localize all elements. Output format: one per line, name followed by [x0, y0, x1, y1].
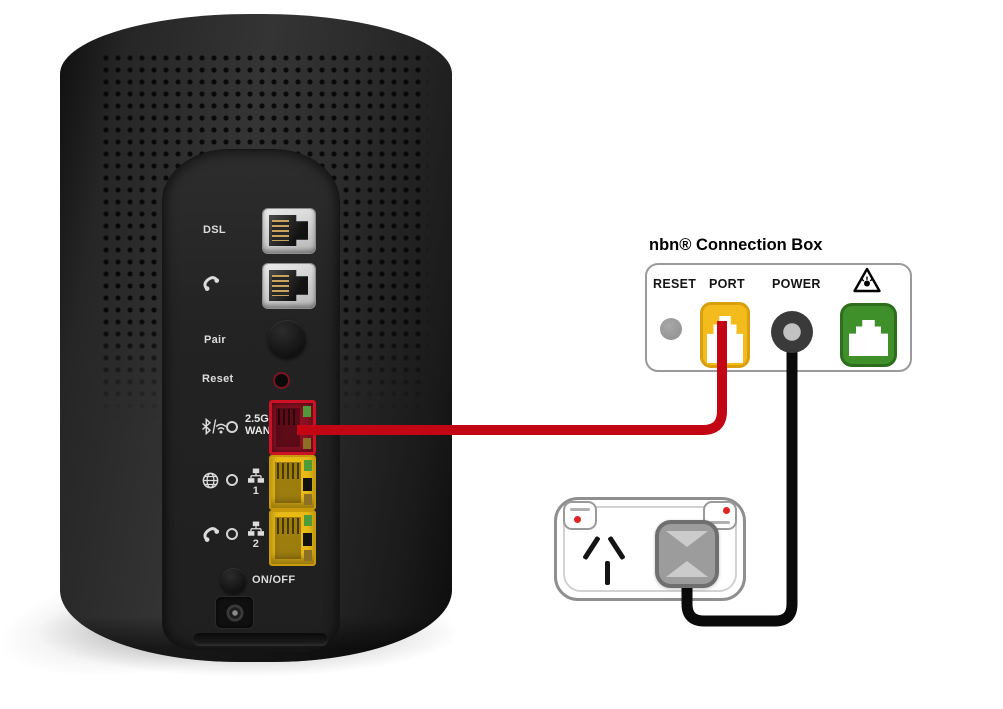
rj45-pins	[277, 518, 299, 534]
wan-port-label: 2.5G WAN	[245, 413, 271, 437]
lan-port-2	[269, 510, 316, 566]
lan-icon	[248, 521, 264, 536]
port-led-green	[304, 460, 312, 471]
on-off-label: ON/OFF	[252, 574, 296, 586]
rj11-pins	[272, 275, 289, 296]
dsl-port	[263, 209, 315, 253]
port-label: PORT	[709, 277, 745, 291]
connection-box-title: nbn® Connection Box	[649, 236, 823, 254]
phone-icon	[203, 276, 220, 291]
ethernet-jack-icon	[849, 320, 888, 356]
lan2-led	[226, 528, 238, 540]
lan1-number: 1	[252, 485, 260, 497]
port-led-green	[303, 406, 311, 417]
pair-button	[268, 320, 306, 358]
wan-led	[226, 421, 238, 433]
switch-indicator-dot	[574, 516, 581, 523]
rj45-pins	[278, 409, 298, 425]
on-off-button	[221, 568, 246, 593]
plug-grip-bottom	[666, 561, 708, 577]
globe-icon	[202, 472, 219, 489]
port-led-amber	[304, 550, 312, 561]
phone-icon	[203, 527, 220, 542]
outlet-switch-left	[563, 501, 597, 530]
wan-text: WAN	[245, 424, 271, 437]
laser-warning-icon	[853, 267, 881, 293]
modem-rear: DSL Pair Reset	[60, 14, 452, 662]
pair-label: Pair	[204, 334, 226, 346]
wan-speed-text: 2.5G	[245, 413, 269, 425]
recess-handle	[193, 633, 328, 646]
lan2-number: 2	[252, 538, 260, 550]
port-led-amber	[303, 438, 311, 449]
rocker-line	[570, 508, 590, 511]
bluetooth-wifi-icon	[202, 418, 227, 435]
reset-label: Reset	[202, 373, 234, 385]
port-led-green	[304, 515, 312, 526]
lan-icon	[248, 468, 264, 483]
lan-port-1	[269, 455, 316, 510]
uni-d-port-yellow	[700, 302, 750, 368]
power-connector	[771, 311, 813, 353]
plug-grip-top	[666, 531, 708, 547]
dsl-label: DSL	[203, 224, 226, 236]
rj45-notch	[303, 533, 312, 546]
port-led-amber	[304, 494, 312, 505]
dc-barrel	[226, 604, 243, 621]
reset-pinhole	[273, 372, 290, 389]
lan1-led	[226, 474, 238, 486]
socket-slot-earth	[605, 561, 610, 585]
box-reset-button	[660, 318, 682, 340]
switch-indicator-dot	[723, 507, 730, 514]
ethernet-jack-cutout	[707, 316, 743, 363]
rj45-notch	[303, 478, 312, 491]
dc-power-jack	[216, 597, 253, 628]
power-plug	[655, 520, 719, 588]
phone-port	[263, 264, 315, 308]
wan-port-2-5g	[269, 400, 316, 455]
power-label: POWER	[772, 277, 821, 291]
modem-port-panel: DSL Pair Reset	[163, 150, 339, 650]
rj11-pins	[272, 220, 289, 241]
reset-label: RESET	[653, 277, 697, 291]
fibre-jack-green	[840, 303, 897, 367]
rj45-pins	[277, 463, 299, 479]
